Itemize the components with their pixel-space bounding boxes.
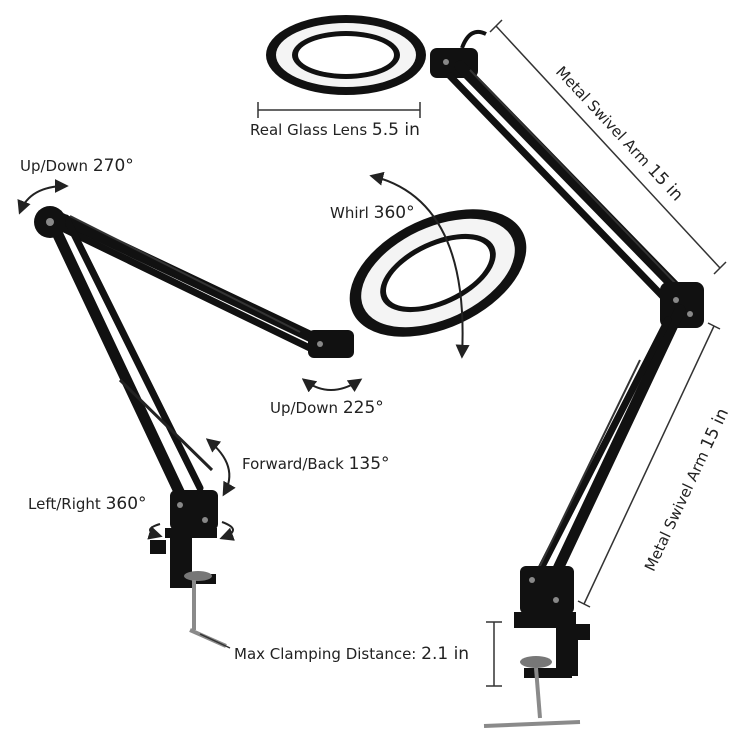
- updown-225-label: Up/Down 225°: [270, 398, 384, 418]
- updown-225-value: 225°: [342, 398, 384, 418]
- lens-size-text: Real Glass Lens: [250, 121, 368, 139]
- right-lamp: [266, 15, 704, 728]
- forward-back-label: Forward/Back 135°: [242, 454, 390, 474]
- left-lower-arm: [46, 214, 214, 504]
- updown-270-arrow: [17, 179, 69, 215]
- left-right-text: Left/Right: [28, 495, 101, 513]
- whirl-text: Whirl: [330, 204, 369, 222]
- left-right-label: Left/Right 360°: [28, 494, 147, 514]
- right-ring-light: [266, 15, 426, 95]
- forward-back-text: Forward/Back: [242, 455, 344, 473]
- right-lower-arm: [528, 304, 686, 596]
- clamp-distance-label: Max Clamping Distance: 2.1 in: [234, 644, 469, 664]
- forward-back-arrow: [205, 438, 236, 497]
- lens-size-label: Real Glass Lens 5.5 in: [250, 120, 420, 140]
- updown-270-text: Up/Down: [20, 157, 89, 175]
- clamp-distance-text: Max Clamping Distance:: [234, 645, 417, 663]
- left-right-arrow-left: [147, 523, 163, 540]
- clamp-distance-value: 2.1 in: [421, 644, 470, 664]
- left-right-value: 360°: [105, 494, 147, 514]
- updown-225-text: Up/Down: [270, 399, 339, 417]
- updown-270-value: 270°: [92, 156, 134, 176]
- left-head-connector: [308, 330, 354, 358]
- rotation-arrows: [17, 171, 470, 541]
- left-base: [150, 490, 227, 648]
- left-upper-arm: [42, 206, 328, 356]
- left-right-arrow-right: [219, 521, 235, 541]
- forward-back-value: 135°: [348, 454, 390, 474]
- right-upper-arm: [446, 60, 694, 310]
- dimension-lines: [199, 19, 727, 687]
- whirl-360-arrow: [369, 171, 470, 359]
- whirl-label: Whirl 360°: [330, 203, 415, 223]
- updown-225-arrow: [301, 378, 363, 393]
- updown-270-label: Up/Down 270°: [20, 156, 134, 176]
- right-base: [483, 566, 590, 728]
- lens-size-value: 5.5 in: [371, 120, 420, 140]
- whirl-value: 360°: [373, 203, 415, 223]
